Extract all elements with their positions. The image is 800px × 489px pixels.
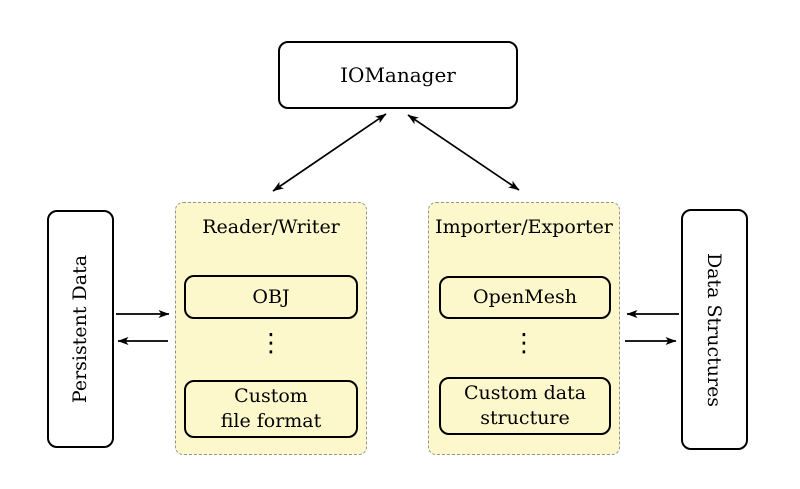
openmesh-label: OpenMesh — [473, 286, 577, 309]
custom-data-structure-node: Custom data structure — [439, 377, 611, 435]
vdots-icon: ⋮ — [258, 328, 284, 357]
data-structures-node: Data Structures — [681, 209, 748, 450]
custom-data-structure-label: Custom data structure — [463, 382, 587, 429]
importer-exporter-group: Importer/Exporter OpenMesh ⋮ Custom data… — [428, 202, 620, 455]
reader-writer-label: Reader/Writer — [202, 216, 340, 238]
iomanager-label: IOManager — [340, 63, 456, 87]
persistent-data-label: Persistent Data — [69, 254, 92, 404]
custom-file-format-node: Custom file format — [184, 380, 358, 438]
obj-node: OBJ — [184, 275, 358, 319]
data-structures-label: Data Structures — [703, 252, 726, 407]
obj-label: OBJ — [252, 285, 290, 308]
custom-file-format-label: Custom file format — [220, 385, 322, 432]
iomanager-node: IOManager — [278, 41, 518, 109]
arrow-iomanager-reader-writer — [272, 113, 387, 192]
vdots-icon: ⋮ — [511, 328, 537, 357]
importer-exporter-label: Importer/Exporter — [435, 216, 613, 238]
reader-writer-group: Reader/Writer OBJ ⋮ Custom file format — [175, 202, 367, 455]
openmesh-node: OpenMesh — [439, 276, 611, 319]
arrow-iomanager-importer-exporter — [407, 114, 520, 191]
persistent-data-node: Persistent Data — [47, 210, 114, 448]
